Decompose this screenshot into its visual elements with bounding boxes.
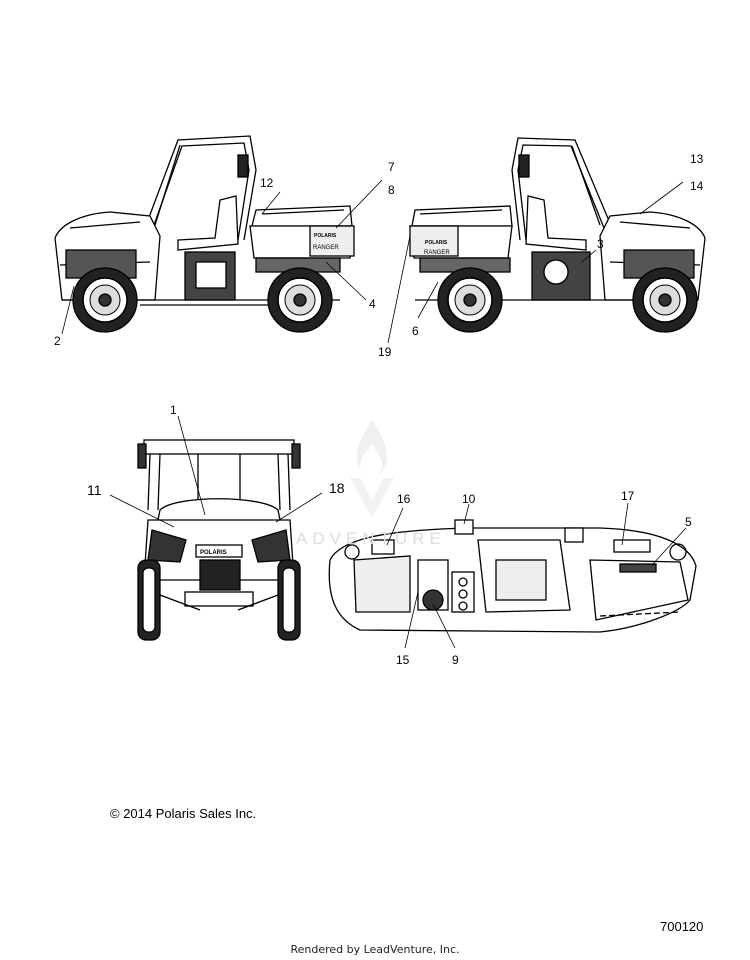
callout-4: 4 [369,297,376,311]
leader-line-12 [261,191,281,215]
watermark-logo [350,420,394,518]
vehicle-side-view-left [54,135,355,333]
callout-6: 6 [412,324,419,338]
dashboard-assembly [328,519,697,633]
callout-14: 14 [690,179,704,193]
leader-line-18 [275,492,323,523]
callout-8: 8 [388,183,395,197]
leader-line-2 [61,285,75,335]
leader-line-11 [109,494,175,528]
leader-line-6 [417,281,439,319]
callout-10: 10 [462,492,476,506]
callout-19: 19 [378,345,392,359]
callout-15: 15 [396,653,410,667]
leader-line-5 [651,527,687,566]
leader-lines [61,179,687,649]
decal-brand-right: POLARIS [425,240,448,246]
callout-1: 1 [170,403,177,417]
leader-line-3 [581,249,597,263]
leader-line-7-8 [335,179,383,229]
leader-line-16 [386,507,404,546]
render-credit: Rendered by LeadVenture, Inc. [290,943,460,956]
leader-line-9 [432,603,456,649]
callout-12: 12 [260,176,274,190]
watermark-text: ADVENTURE [296,529,446,548]
callout-13: 13 [690,152,704,166]
callout-3: 3 [597,237,604,251]
leader-line-4 [325,261,367,301]
callout-7: 7 [388,160,395,174]
vehicle-front-view [137,439,301,641]
decal-model-left: RANGER [313,245,339,251]
callout-9: 9 [452,653,459,667]
copyright-notice: © 2014 Polaris Sales Inc. [110,806,257,821]
decal-model-right: RANGER [424,250,450,256]
leader-line-13-14 [639,181,684,215]
callout-18: 18 [329,480,345,496]
callout-11: 11 [87,482,102,498]
leader-line-15 [404,591,419,649]
drawing-number: 700120 [660,919,704,934]
callout-16: 16 [397,492,411,506]
leader-line-17 [621,502,629,546]
decal-brand-left: POLARIS [314,233,337,239]
callout-2: 2 [54,334,61,348]
leader-line-1 [177,415,206,516]
vehicle-side-view-right [409,137,706,333]
leader-line-19 [387,235,411,344]
decal-brand-front: POLARIS [200,550,227,556]
callout-17: 17 [621,489,635,503]
leader-line-10 [463,503,470,525]
callout-5: 5 [685,515,692,529]
